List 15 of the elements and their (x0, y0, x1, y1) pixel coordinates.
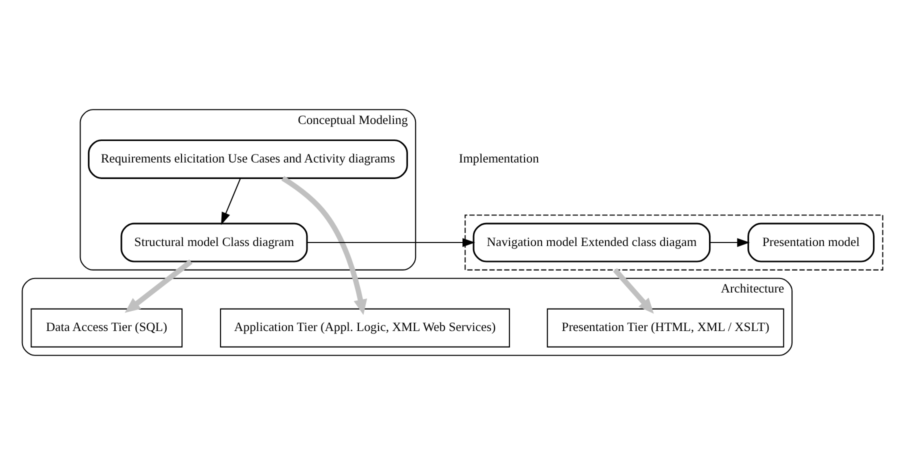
node-box: Structural model Class diagram (120, 222, 308, 262)
node-box: Presentation Tier (HTML, XML / XSLT) (546, 308, 784, 348)
arrow (221, 178, 241, 225)
arrow (281, 176, 368, 316)
node-box: Application Tier (Appl. Logic, XML Web Services) (220, 308, 510, 348)
node-box: Requirements elicitation Use Cases and Activity diagrams (88, 139, 408, 179)
node-box: Data Access Tier (SQL) (30, 308, 183, 348)
arrow (124, 260, 192, 313)
node-box: Navigation model Extended class diagam (472, 222, 711, 262)
label: Implementation (458, 151, 539, 166)
arrow (307, 238, 476, 247)
arrow (613, 268, 654, 314)
cluster (464, 214, 884, 270)
node-box: Presentation model (748, 222, 875, 262)
arrow (710, 238, 750, 247)
